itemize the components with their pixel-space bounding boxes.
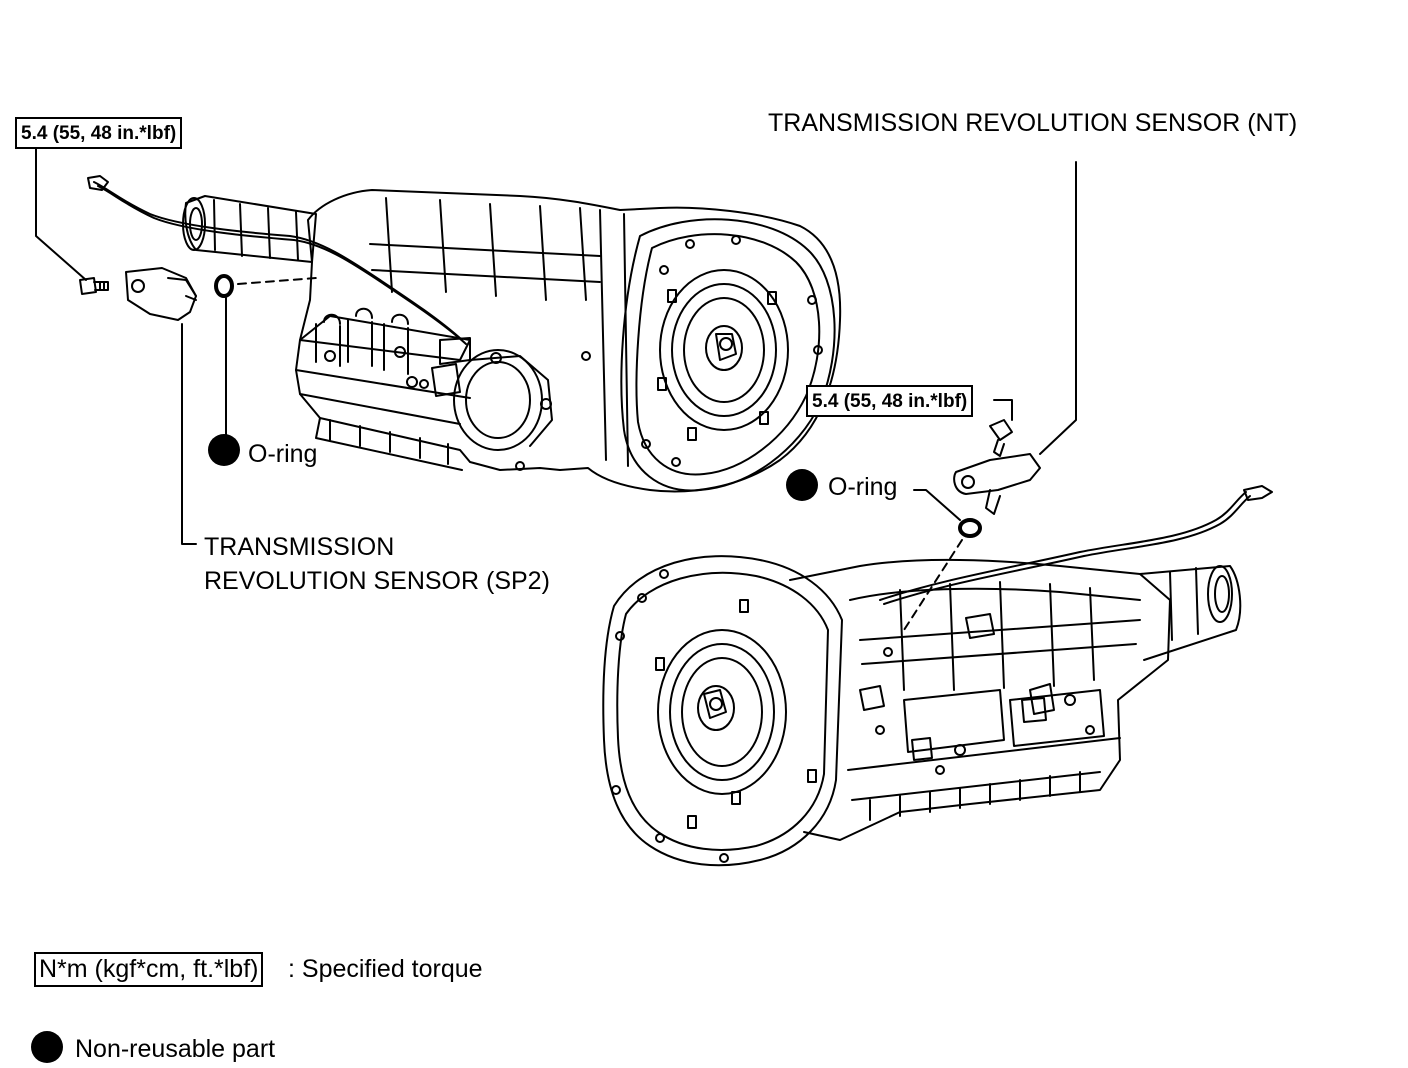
transmission-left: [87, 175, 842, 493]
sensor-sp2-label-line1: TRANSMISSION: [204, 533, 395, 561]
sensor-nt-exploded: [903, 161, 1077, 631]
legend-nonreusable-icon: [31, 1031, 63, 1063]
sensor-sp2-exploded: [35, 146, 317, 545]
legend-torque-unit-box: N*m (kgf*cm, ft.*lbf): [34, 952, 264, 987]
oring-left-label: O-ring: [248, 440, 318, 468]
transmission-right: [602, 485, 1273, 867]
torque-spec-left: 5.4 (55, 48 in.*lbf): [15, 117, 183, 149]
legend-nonreusable-label: Non-reusable part: [75, 1035, 276, 1063]
sensor-sp2-label-line2: REVOLUTION SENSOR (SP2): [204, 567, 550, 595]
oring-left-nonreusable-icon: [208, 434, 240, 466]
oring-right-nonreusable-icon: [786, 469, 818, 501]
sensor-nt-label: TRANSMISSION REVOLUTION SENSOR (NT): [768, 109, 1298, 137]
oring-right-label: O-ring: [828, 473, 898, 501]
legend-torque-desc: : Specified torque: [288, 955, 483, 983]
torque-spec-right: 5.4 (55, 48 in.*lbf): [806, 385, 974, 417]
